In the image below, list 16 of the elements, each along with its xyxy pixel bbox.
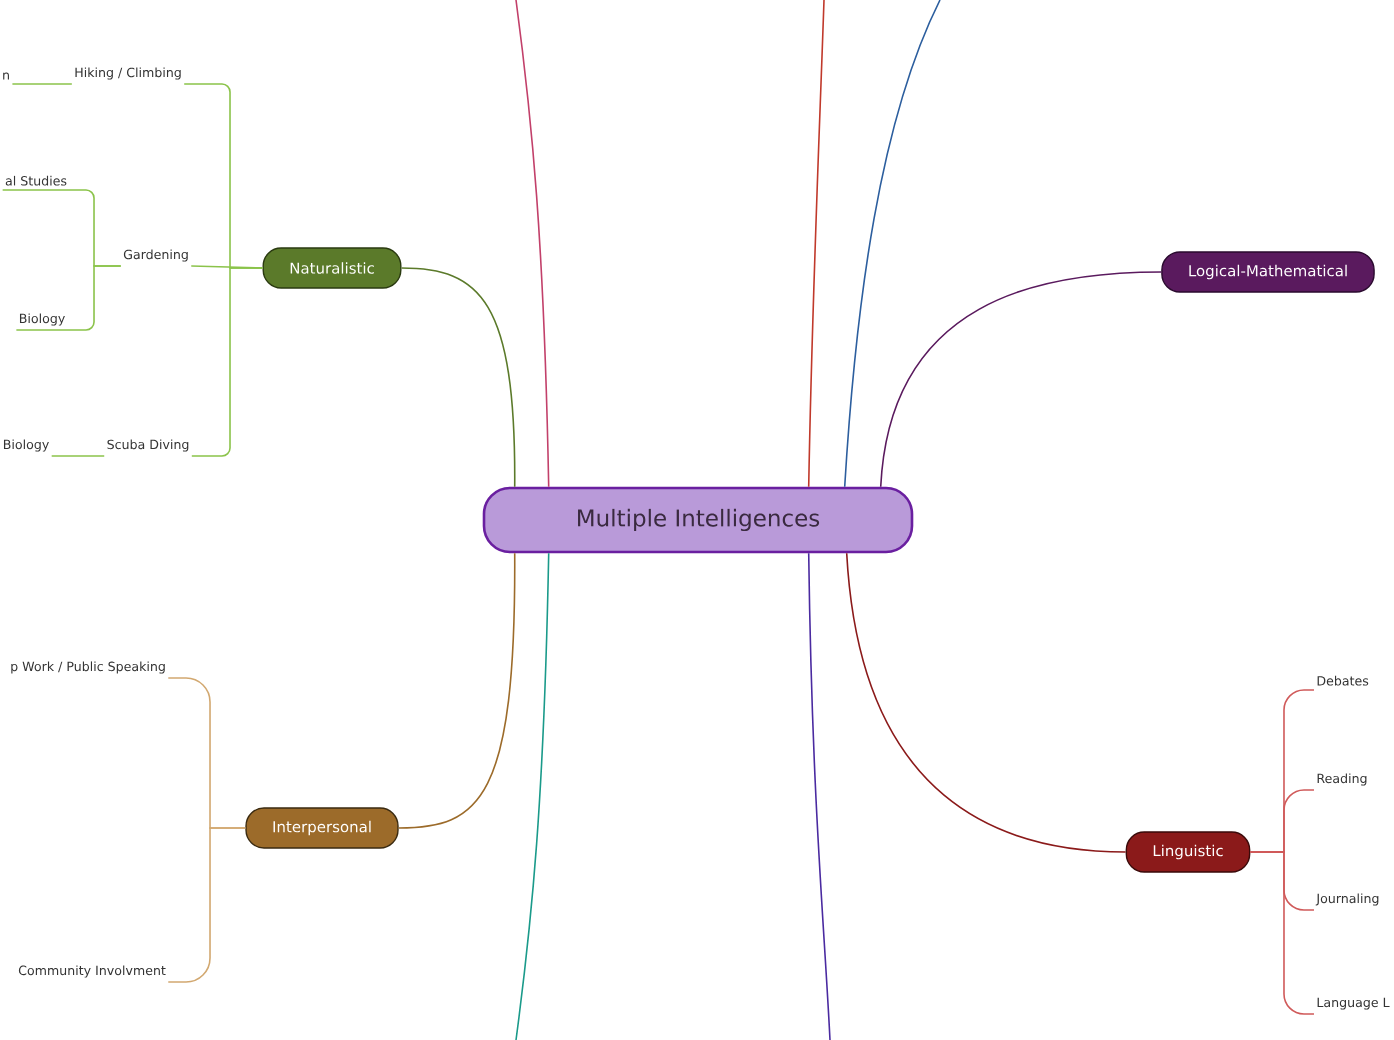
branch-line bbox=[400, 267, 516, 488]
branch-line bbox=[167, 827, 247, 983]
branch-line bbox=[879, 271, 1162, 488]
branch-line bbox=[807, 552, 831, 1040]
branch-line bbox=[843, 0, 941, 488]
branch-line bbox=[191, 267, 264, 457]
branch-line bbox=[515, 0, 550, 488]
branch-line bbox=[15, 265, 122, 331]
branch-line bbox=[11, 83, 73, 85]
branch-line bbox=[50, 455, 106, 457]
branch-line bbox=[1249, 851, 1315, 1015]
branch-line bbox=[807, 0, 825, 488]
branch-line bbox=[845, 552, 1127, 853]
branch-line bbox=[515, 552, 550, 1040]
branch-line bbox=[397, 552, 516, 829]
central-topic-box: Multiple Intelligences bbox=[482, 486, 914, 554]
